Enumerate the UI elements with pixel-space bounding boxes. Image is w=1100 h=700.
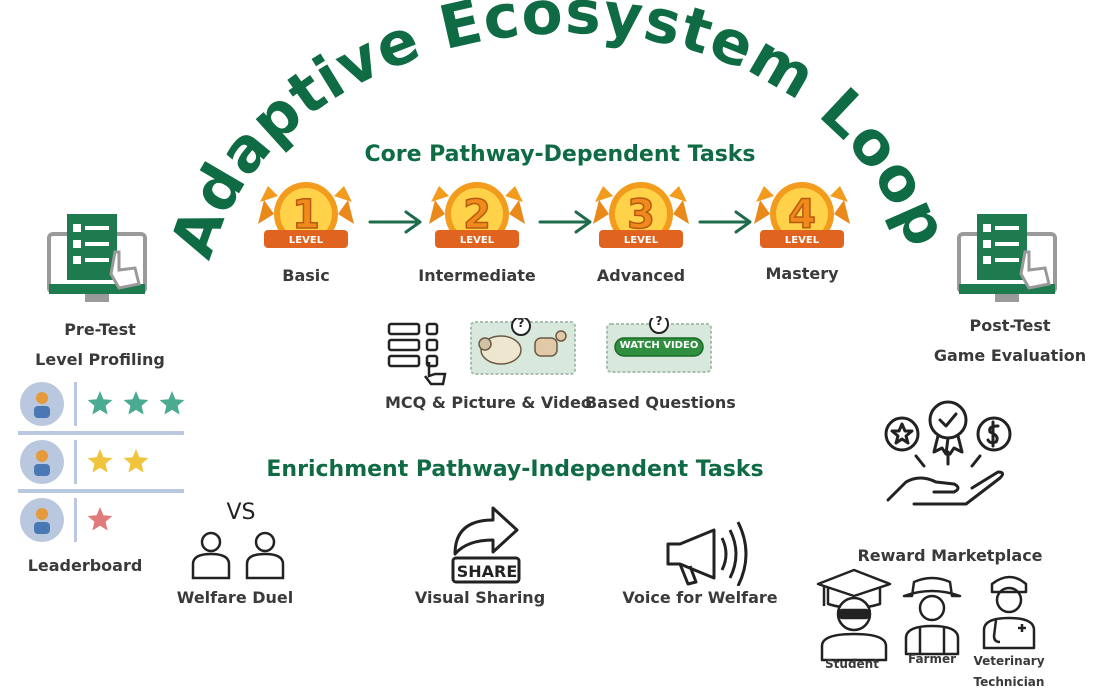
video-question-mark: ? xyxy=(655,314,663,328)
mcq-list-icon xyxy=(387,322,447,386)
level-4-badge-text: LEVEL xyxy=(785,235,820,246)
farmer-label: Farmer xyxy=(907,652,957,666)
welfare-duel-icon xyxy=(191,531,285,580)
star-icon xyxy=(87,449,113,473)
video-question-icon xyxy=(606,318,712,373)
posttest-monitor-icon xyxy=(957,214,1057,302)
pretest-label-line2: Level Profiling xyxy=(35,350,165,369)
welfare-duel-label: Welfare Duel xyxy=(176,588,294,607)
level-1-badge-text: LEVEL xyxy=(289,235,324,246)
leaderboard-label: Leaderboard xyxy=(27,556,143,575)
questions-suffix-label: Based Questions xyxy=(585,393,736,412)
posttest-label-line2: Game Evaluation xyxy=(933,346,1087,365)
voice-for-welfare-label: Voice for Welfare xyxy=(622,588,778,607)
level-3-number: 3 xyxy=(627,192,655,238)
level-2-label: Intermediate xyxy=(418,266,536,285)
level-1-label: Basic xyxy=(282,266,330,285)
posttest-label-line1: Post-Test xyxy=(969,316,1051,335)
veterinary-technician-label-line1: Veterinary xyxy=(973,654,1045,668)
student-label: Student xyxy=(825,657,879,671)
pretest-monitor-icon xyxy=(47,214,147,302)
star-icon xyxy=(87,391,113,415)
pretest-label-line1: Pre-Test xyxy=(64,320,136,339)
watch-video-button: WATCH VIDEO xyxy=(619,340,699,351)
student-icon xyxy=(816,568,892,662)
reward-marketplace-label: Reward Marketplace xyxy=(857,546,1043,565)
reward-hand-icon xyxy=(884,400,1012,506)
star-icon xyxy=(159,391,185,415)
level-4-label: Mastery xyxy=(765,264,839,283)
picture-question-icon xyxy=(470,318,576,375)
level-4-number: 4 xyxy=(788,192,816,238)
leaderboard-row xyxy=(20,498,113,542)
question-types-label: MCQ & Picture & Video xyxy=(385,393,592,412)
level-3-badge-text: LEVEL xyxy=(624,235,659,246)
veterinary-technician-icon xyxy=(982,575,1036,650)
arrow-1-2 xyxy=(368,210,422,234)
leaderboard-row xyxy=(20,440,149,484)
vs-text: VS xyxy=(226,500,256,525)
leaderboard-rows xyxy=(18,382,185,542)
enrichment-heading: Enrichment Pathway-Independent Tasks xyxy=(266,457,764,482)
role-icons xyxy=(816,568,1036,662)
picture-question-mark: ? xyxy=(517,316,525,330)
level-3-label: Advanced xyxy=(596,266,686,285)
farmer-icon xyxy=(902,576,962,656)
arrow-2-3 xyxy=(538,210,592,234)
leaderboard-divider xyxy=(18,431,184,435)
star-icon xyxy=(123,391,149,415)
megaphone-icon xyxy=(666,521,748,586)
question-icons xyxy=(387,318,712,386)
arrow-3-4 xyxy=(698,210,752,234)
level-arrows xyxy=(368,210,752,234)
star-icon xyxy=(123,449,149,473)
leaderboard-row xyxy=(20,382,185,426)
level-2-number: 2 xyxy=(463,192,491,238)
level-1-number: 1 xyxy=(292,192,320,238)
leaderboard-divider xyxy=(18,489,184,493)
level-2-badge-text: LEVEL xyxy=(460,235,495,246)
veterinary-technician-label-line2: Technician xyxy=(973,675,1045,689)
share-text: SHARE xyxy=(456,562,518,581)
share-icon xyxy=(451,506,521,584)
visual-sharing-label: Visual Sharing xyxy=(414,588,546,607)
core-heading: Core Pathway-Dependent Tasks xyxy=(364,142,756,167)
star-icon xyxy=(87,507,113,531)
